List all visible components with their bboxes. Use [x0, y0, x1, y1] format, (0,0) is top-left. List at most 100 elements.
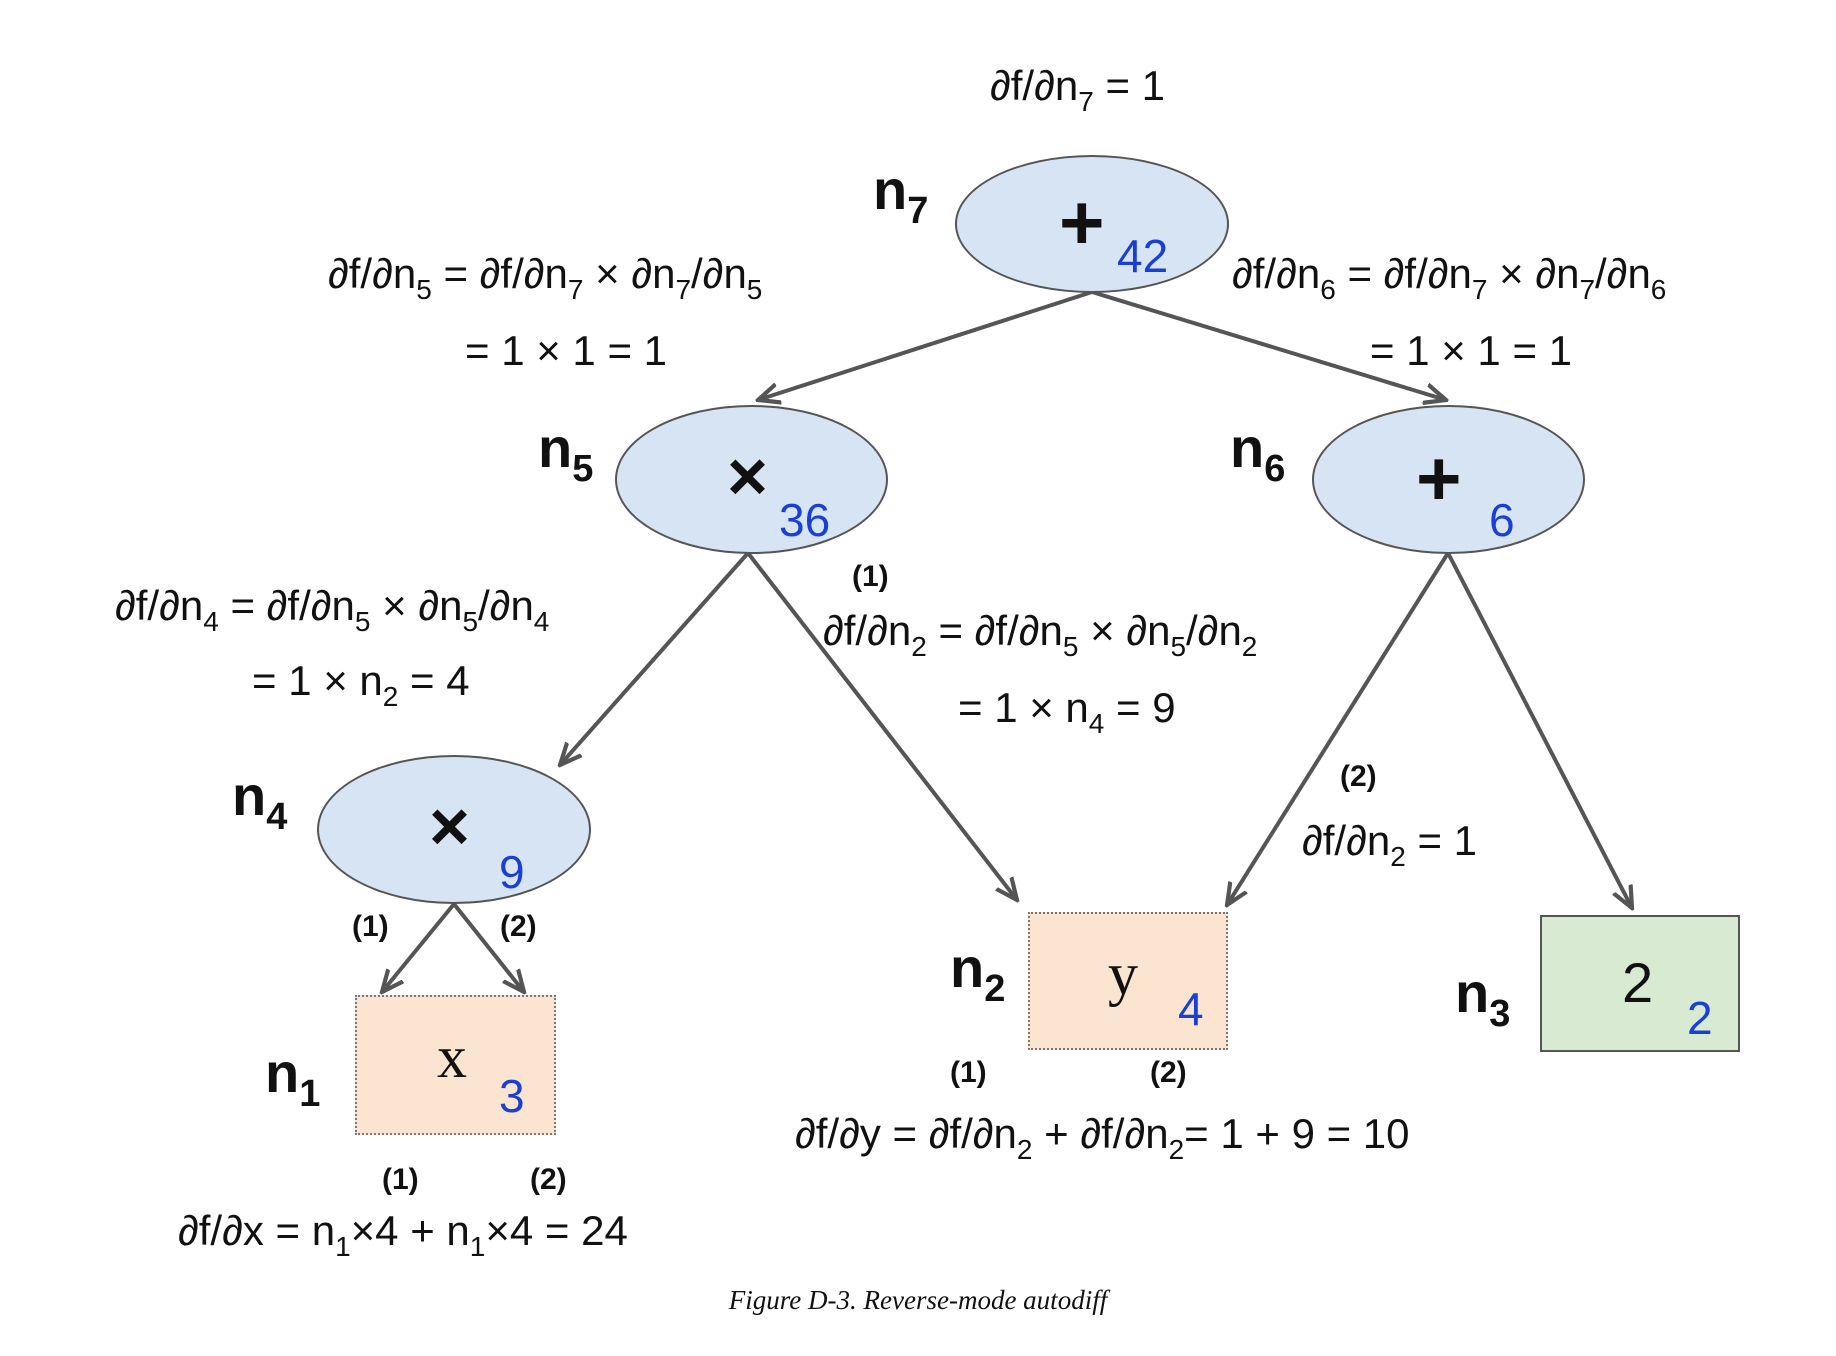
node-label-n7: n7 — [873, 162, 929, 232]
node-label-n2: n2 — [950, 940, 1006, 1010]
eq-part: + ∂f/∂n — [1032, 1110, 1169, 1157]
eq-part: × ∂n — [583, 250, 676, 297]
eq-sub: 5 — [1062, 631, 1079, 662]
node-label-text: n — [538, 416, 573, 479]
eq-sub: 7 — [675, 274, 692, 305]
eq-sub: 2 — [1016, 1134, 1033, 1165]
node-label-n6: n6 — [1230, 420, 1286, 490]
eq-sub: 7 — [1579, 274, 1596, 305]
eq-sub: 2 — [1241, 631, 1258, 662]
node-label-index: 1 — [299, 1073, 321, 1115]
node-label-n3: n3 — [1455, 965, 1511, 1035]
eq-n5-line1: ∂f/∂n5 = ∂f/∂n7 × ∂n7/∂n5 — [328, 248, 762, 307]
eq-sub: 4 — [203, 606, 219, 637]
node-n7: + 42 — [955, 155, 1229, 293]
edge-n5-n4 — [560, 551, 750, 765]
eq-sub: 7 — [1471, 274, 1488, 305]
eq-part: = 1 — [1405, 817, 1478, 864]
eq-sub: 6 — [1320, 274, 1336, 305]
tag-dy-term-2: (2) — [1150, 1056, 1187, 1089]
eq-sub: 5 — [1170, 631, 1187, 662]
plus-operator: + — [1059, 178, 1105, 266]
edge-n4-n1-2 — [452, 902, 524, 992]
node-n3-constant: 2 2 — [1540, 915, 1740, 1052]
node-label-index: 4 — [266, 796, 288, 838]
tag-n4-edge-2: (2) — [500, 910, 537, 943]
node-label-text: n — [1230, 416, 1265, 479]
eq-sub: 5 — [354, 606, 371, 637]
eq-part: × ∂n — [370, 582, 463, 629]
node-n6: + 6 — [1312, 405, 1585, 554]
eq-sub: 5 — [746, 274, 763, 305]
eq-part: = ∂f/∂n — [218, 582, 355, 629]
eq-part: ∂f/∂n — [115, 582, 204, 629]
tag-n4-edge-1: (1) — [352, 910, 389, 943]
node-label-text: n — [232, 764, 267, 827]
edge-n5-n2 — [746, 551, 1017, 900]
node-label-n5: n5 — [538, 420, 593, 489]
eq-sub: 7 — [567, 274, 584, 305]
node-label-n1: n1 — [265, 1045, 321, 1115]
eq-dy-total: ∂f/∂y = ∂f/∂n2 + ∂f/∂n2= 1 + 9 = 10 — [795, 1108, 1410, 1167]
node-value: 4 — [1178, 983, 1204, 1035]
eq-n6-line2: = 1 × 1 = 1 — [1370, 327, 1573, 374]
node-value: 2 — [1687, 992, 1713, 1044]
eq-part: /∂n — [1186, 607, 1242, 654]
tag-n2-path-1: (1) — [852, 560, 889, 593]
eq-n2-path1-line1: ∂f/∂n2 = ∂f/∂n5 × ∂n5/∂n2 — [823, 605, 1257, 664]
eq-sub: 2 — [382, 681, 399, 712]
eq-part: /∂n — [691, 250, 747, 297]
node-label-text: n — [873, 158, 908, 221]
eq-n6-line1: ∂f/∂n6 = ∂f/∂n7 × ∂n7/∂n6 — [1232, 248, 1666, 307]
node-value: 36 — [779, 494, 831, 546]
node-label-index: 3 — [1489, 993, 1511, 1035]
eq-part: ∂f/∂n — [328, 250, 417, 297]
node-label-index: 7 — [907, 190, 929, 232]
edge-n7-n5 — [758, 290, 1093, 400]
tag-dx-term-2: (2) — [530, 1163, 567, 1196]
eq-part: ∂f/∂n — [990, 62, 1079, 109]
eq-sub: 4 — [533, 606, 550, 637]
constant-symbol: 2 — [1622, 951, 1654, 1014]
eq-sub: 1 — [335, 1231, 351, 1262]
eq-n2-path1-line2: = 1 × n4 = 9 — [958, 682, 1176, 741]
eq-dx-total: ∂f/∂x = n1×4 + n1×4 = 24 — [178, 1205, 628, 1264]
node-value: 42 — [1117, 230, 1169, 282]
node-n4: × 9 — [317, 755, 591, 904]
eq-n2-path2: ∂f/∂n2 = 1 — [1302, 815, 1477, 874]
eq-part: = 4 — [398, 657, 470, 704]
node-label-text: n — [950, 936, 985, 999]
node-value: 9 — [499, 846, 525, 898]
eq-sub: 6 — [1650, 274, 1667, 305]
eq-part: ∂f/∂n — [823, 607, 912, 654]
eq-part: ∂f/∂n — [1232, 250, 1321, 297]
times-operator: × — [727, 437, 768, 515]
node-label-index: 2 — [984, 968, 1006, 1010]
eq-part: = ∂f/∂n — [926, 607, 1063, 654]
eq-part: × ∂n — [1487, 250, 1580, 297]
edge-n6-n2 — [1227, 551, 1450, 905]
eq-sub: 2 — [1168, 1134, 1185, 1165]
eq-part: × ∂n — [1078, 607, 1171, 654]
eq-n4-line2: = 1 × n2 = 4 — [252, 655, 470, 714]
node-n5: × 36 — [615, 405, 888, 554]
eq-part: = 1 × n — [958, 684, 1089, 731]
edge-n6-n3 — [1446, 552, 1632, 908]
eq-n5-line2: = 1 × 1 = 1 — [465, 327, 668, 374]
eq-part: /∂n — [478, 582, 534, 629]
eq-part: = 1 × n — [252, 657, 383, 704]
eq-part: = 9 — [1104, 684, 1176, 731]
eq-part: ×4 = 24 — [485, 1207, 628, 1254]
node-value: 6 — [1489, 494, 1515, 546]
variable-symbol: y — [1108, 941, 1138, 1007]
tag-dx-term-1: (1) — [382, 1163, 419, 1196]
eq-sub: 5 — [462, 606, 479, 637]
times-operator: × — [429, 787, 470, 865]
eq-part: ∂f/∂x = n — [178, 1207, 336, 1254]
eq-part: /∂n — [1595, 250, 1651, 297]
node-n2-y: y 4 — [1028, 912, 1228, 1050]
node-label-text: n — [265, 1041, 300, 1104]
node-label-index: 6 — [1264, 448, 1286, 490]
